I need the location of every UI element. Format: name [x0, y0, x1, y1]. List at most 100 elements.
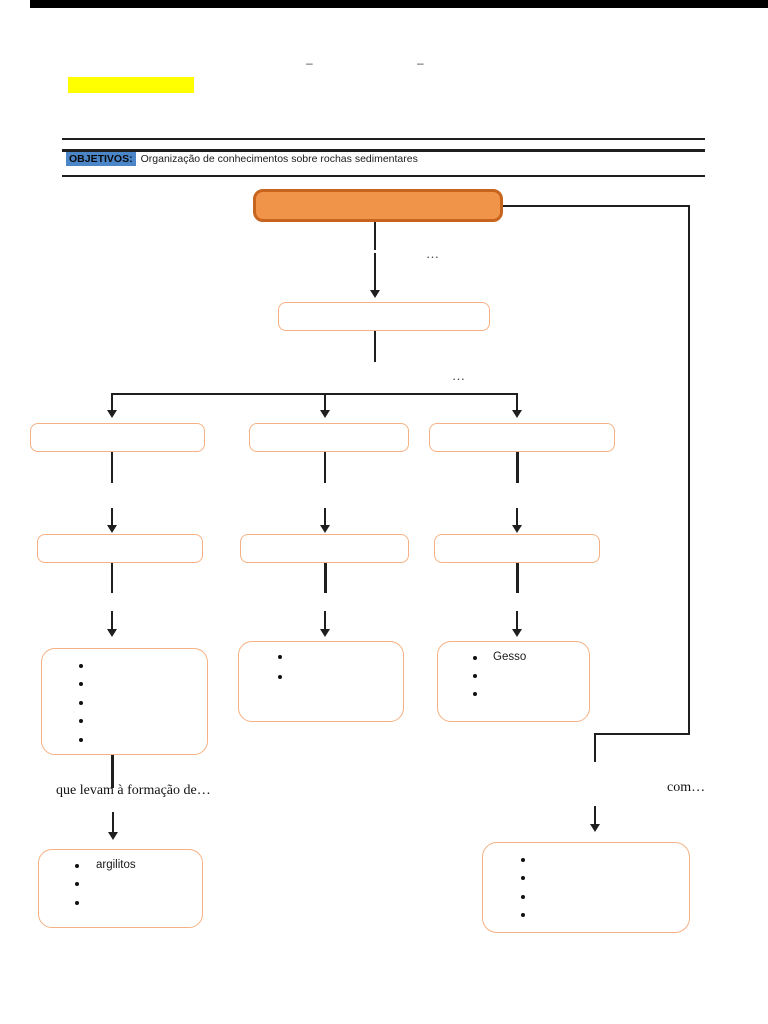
header-rule-bottom	[62, 175, 705, 177]
arrow-head	[107, 525, 117, 533]
bullet-item	[278, 647, 403, 667]
connector-low-horizontal	[595, 733, 690, 735]
bullet-item	[75, 875, 202, 894]
arrow-shaft	[324, 611, 326, 630]
bullet-dot	[79, 663, 83, 668]
caption-right: com…	[667, 780, 706, 795]
bullet-dot	[79, 737, 83, 742]
bullet-list: argilitos	[39, 850, 202, 927]
arrow-shaft	[594, 806, 596, 825]
bullet-label: Gesso	[493, 651, 527, 664]
objetivos-label: OBJETIVOS:	[66, 152, 136, 166]
detail-box-middle	[238, 641, 404, 722]
arrow-shaft	[324, 393, 326, 411]
bullet-item	[79, 712, 207, 731]
split-line	[111, 393, 518, 395]
arrow-shaft	[516, 393, 518, 411]
connector-right-vertical	[688, 205, 690, 735]
bullet-item	[473, 685, 589, 703]
connector-segment	[374, 331, 376, 362]
process-box-left	[37, 534, 203, 563]
bullet-dot	[521, 913, 525, 918]
category-box-left	[30, 423, 205, 452]
bullet-dot	[79, 682, 83, 687]
bullet-dot	[473, 674, 477, 678]
arrow-head	[108, 832, 118, 840]
arrow-shaft	[374, 253, 376, 290]
bullet-item	[521, 888, 689, 907]
ellipsis-label: …	[452, 368, 466, 383]
arrow-shaft	[111, 393, 113, 411]
bullet-item	[79, 675, 207, 694]
connector-segment	[324, 563, 327, 593]
arrow-shaft	[516, 508, 518, 526]
bullet-item	[79, 657, 207, 676]
bullet-list	[42, 649, 207, 754]
process-box-right	[434, 534, 600, 563]
category-box-right	[429, 423, 615, 452]
arrow-shaft	[324, 508, 326, 526]
caption-left: que levam à formação de…	[56, 783, 211, 798]
arrow-head	[590, 824, 600, 832]
connector-segment	[111, 755, 114, 788]
bullet-item	[521, 851, 689, 870]
connector-segment	[374, 222, 376, 250]
bullet-list	[239, 642, 403, 721]
objetivos-text: Organização de conhecimentos sobre rocha…	[140, 153, 418, 165]
result-box-left: argilitos	[38, 849, 203, 928]
connector-segment	[516, 452, 519, 483]
arrow-head	[370, 290, 380, 298]
dash-mark: –	[306, 56, 313, 70]
arrow-head	[320, 410, 330, 418]
bullet-dot	[521, 894, 525, 899]
arrow-head	[512, 629, 522, 637]
detail-box-left	[41, 648, 208, 755]
connector-segment	[111, 452, 113, 483]
bullet-item	[278, 667, 403, 687]
bullet-item: argilitos	[75, 857, 202, 876]
bullet-item	[79, 731, 207, 750]
bullet-list: Gesso	[438, 642, 589, 721]
arrow-head	[320, 525, 330, 533]
arrow-shaft	[111, 611, 113, 630]
ellipsis-label: …	[426, 246, 440, 261]
process-box-middle	[240, 534, 409, 563]
header-rule-top	[62, 138, 705, 140]
bullet-dot	[521, 857, 525, 862]
arrow-head	[107, 410, 117, 418]
top-border-bar	[30, 0, 768, 8]
connector-segment	[516, 563, 519, 593]
header-rule-thick	[62, 149, 705, 152]
bullet-dot	[75, 900, 79, 905]
objetivos-row: OBJETIVOS: Organização de conhecimentos s…	[66, 152, 418, 166]
bullet-dot	[278, 655, 282, 659]
level1-box	[278, 302, 490, 331]
arrow-head	[512, 525, 522, 533]
bullet-item	[473, 667, 589, 685]
dash-mark: –	[417, 56, 424, 70]
result-box-right	[482, 842, 690, 933]
detail-box-right: Gesso	[437, 641, 590, 722]
bullet-dot	[75, 863, 79, 868]
bullet-dot	[521, 876, 525, 881]
bullet-dot	[75, 882, 79, 887]
bullet-dot	[79, 700, 83, 705]
bullet-dot	[278, 675, 282, 679]
bullet-item	[79, 694, 207, 713]
arrow-shaft	[516, 611, 518, 630]
connector-low-vertical	[594, 733, 596, 762]
arrow-shaft	[112, 812, 114, 833]
category-box-middle	[249, 423, 409, 452]
bullet-dot	[473, 656, 477, 660]
connector-segment	[111, 563, 113, 593]
arrow-shaft	[111, 508, 113, 526]
root-node	[253, 189, 503, 222]
yellow-highlight-bar	[68, 77, 194, 93]
bullet-item	[75, 894, 202, 913]
connector-segment	[324, 452, 326, 483]
connector-top-horizontal	[503, 205, 690, 207]
bullet-dot	[473, 692, 477, 696]
bullet-item	[521, 906, 689, 925]
bullet-dot	[79, 719, 83, 724]
